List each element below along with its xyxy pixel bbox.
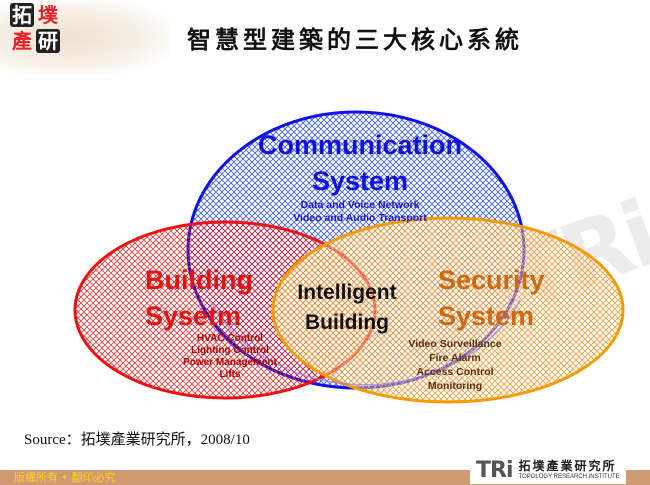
- building-system-items: HVAC Control Lighting Control Power Mana…: [170, 333, 290, 381]
- brand-name-en: TOPOLOGY RESEARCH INSTITUTE: [518, 473, 620, 480]
- building-system-title: Building Sysetm: [145, 262, 253, 334]
- communication-system-items: Data and Voice Network Video and Audio T…: [240, 199, 480, 225]
- title-line: Building: [145, 265, 253, 295]
- logo-char: 產: [12, 29, 32, 53]
- list-item: Lifts: [219, 369, 241, 380]
- communication-system-title: Communication System: [240, 127, 480, 199]
- title-line: Security: [438, 265, 545, 295]
- logo-char: 墣: [38, 3, 58, 27]
- list-item: Video and Audio Transport: [293, 212, 427, 224]
- list-item: Monitoring: [427, 380, 483, 392]
- title-line: System: [438, 301, 535, 331]
- list-item: Data and Voice Network: [300, 199, 420, 211]
- page-title: 智慧型建築的三大核心系統: [187, 25, 523, 54]
- tri-logo-badge: 拓 墣 產 研: [10, 3, 62, 53]
- list-item: Fire Alarm: [429, 352, 481, 364]
- logo-char: 拓: [10, 3, 34, 27]
- list-item: Access Control: [416, 366, 494, 378]
- security-system-items: Video Surveillance Fire Alarm Access Con…: [395, 337, 515, 393]
- brand-name-cn: 拓墣產業研究所: [518, 458, 617, 473]
- security-system-title: Security System: [438, 262, 545, 334]
- title-line: Sysetm: [145, 301, 242, 331]
- title-line: Communication: [257, 130, 462, 160]
- title-line: Building: [305, 311, 389, 334]
- title-line: System: [311, 166, 409, 196]
- tri-brand-logo: TRi 拓墣產業研究所 TOPOLOGY RESEARCH INSTITUTE: [470, 456, 626, 484]
- title-line: Intelligent: [297, 281, 397, 304]
- security-ellipse-hatch: [271, 216, 625, 404]
- tri-mark-icon: TRi: [476, 457, 513, 483]
- list-item: Video Surveillance: [408, 338, 502, 350]
- logo-char: 研: [36, 29, 60, 53]
- list-item: Lighting Control: [191, 345, 269, 356]
- intelligent-building-label: Intelligent Building: [282, 278, 412, 338]
- copyright-text: 版權所有 • 翻印必究: [14, 471, 116, 484]
- list-item: Power Management: [183, 357, 277, 368]
- list-item: HVAC Control: [197, 333, 263, 344]
- source-note: Source：拓墣產業研究所，2008/10: [24, 432, 250, 448]
